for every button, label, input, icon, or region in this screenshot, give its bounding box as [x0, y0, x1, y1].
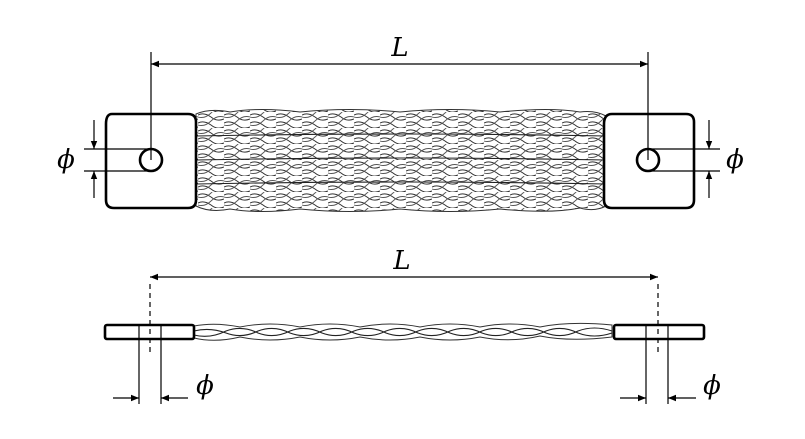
side-length-label: L	[392, 246, 410, 276]
top-braid	[195, 109, 607, 212]
side-right-plate	[612, 323, 706, 341]
side-view: L ϕ ϕ	[103, 246, 721, 404]
top-left-diameter-dimension: ϕ	[57, 120, 152, 198]
side-left-diameter-label: ϕ	[196, 371, 214, 401]
top-left-diameter-label: ϕ	[57, 145, 75, 175]
side-length-dimension: L	[149, 246, 659, 356]
top-right-diameter-dimension: ϕ	[648, 120, 744, 198]
top-right-diameter-label: ϕ	[726, 145, 744, 175]
side-right-diameter-dimension: ϕ	[620, 325, 721, 404]
top-view: L ϕ ϕ	[57, 33, 744, 212]
top-length-dimension: L	[150, 33, 649, 160]
side-braid	[193, 322, 613, 341]
side-left-diameter-dimension: ϕ	[113, 325, 214, 404]
top-length-label: L	[390, 33, 408, 63]
top-right-lug	[602, 112, 696, 210]
side-right-diameter-label: ϕ	[703, 371, 721, 401]
